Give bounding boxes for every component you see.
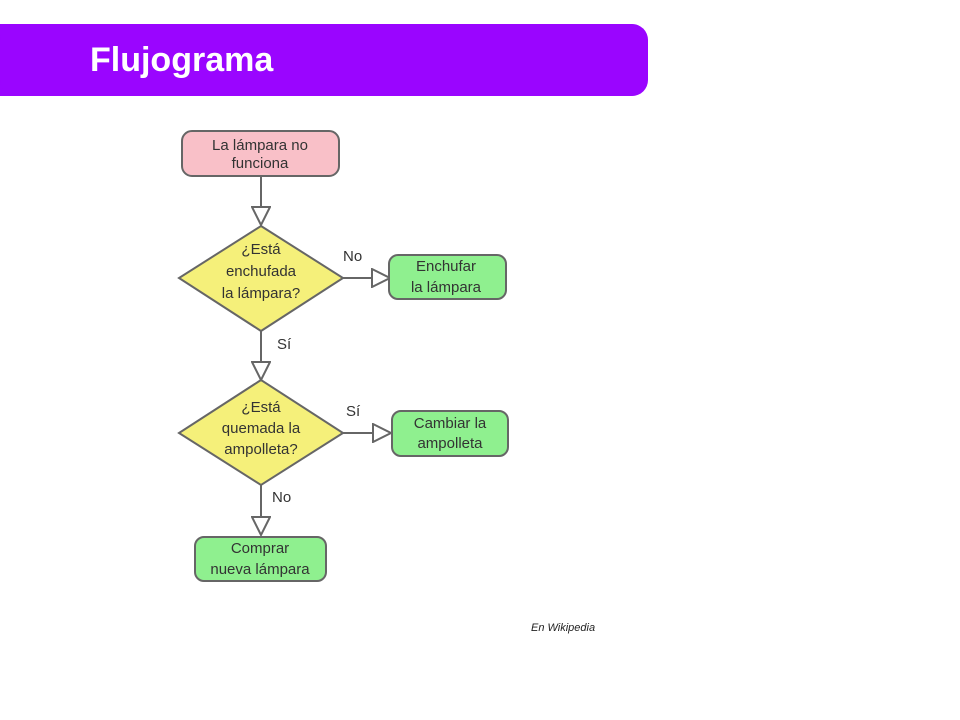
- title-bar: [0, 24, 648, 96]
- action-2-node: [391, 410, 509, 457]
- action-1-node: [388, 254, 507, 300]
- decision-1-line-2: enchufada: [226, 263, 297, 280]
- start-node-line-2: funciona: [232, 155, 289, 172]
- decision-1-line-3: la lámpara?: [222, 285, 300, 302]
- action-2-line-1: Cambiar la: [414, 415, 487, 432]
- action-3-line-1: Comprar: [231, 540, 289, 557]
- action-1-line-1: Enchufar: [416, 258, 476, 275]
- decision-2-line-1: ¿Está: [241, 399, 281, 416]
- decision-1-diamond: [177, 224, 345, 333]
- action-3-node: [194, 536, 327, 582]
- action-1-line-2: la lámpara: [411, 279, 482, 296]
- action-2-line-2: ampolleta: [417, 435, 483, 452]
- source-credit: En Wikipedia: [531, 622, 596, 634]
- decision-2-line-3: ampolleta?: [224, 441, 297, 458]
- decision-2-line-2: quemada la: [222, 420, 301, 437]
- decision-1-yes-label: Sí: [277, 336, 292, 353]
- decision-1-no-label: No: [343, 248, 362, 265]
- start-node-line-1: La lámpara no: [212, 137, 308, 154]
- action-3-line-2: nueva lámpara: [210, 561, 310, 578]
- decision-2-no-label: No: [272, 489, 291, 506]
- decision-2-yes-label: Sí: [346, 403, 361, 420]
- start-node: [181, 130, 340, 177]
- decision-1-line-1: ¿Está: [241, 241, 281, 258]
- page-title: Flujograma: [90, 41, 274, 79]
- decision-2-diamond: [177, 378, 345, 487]
